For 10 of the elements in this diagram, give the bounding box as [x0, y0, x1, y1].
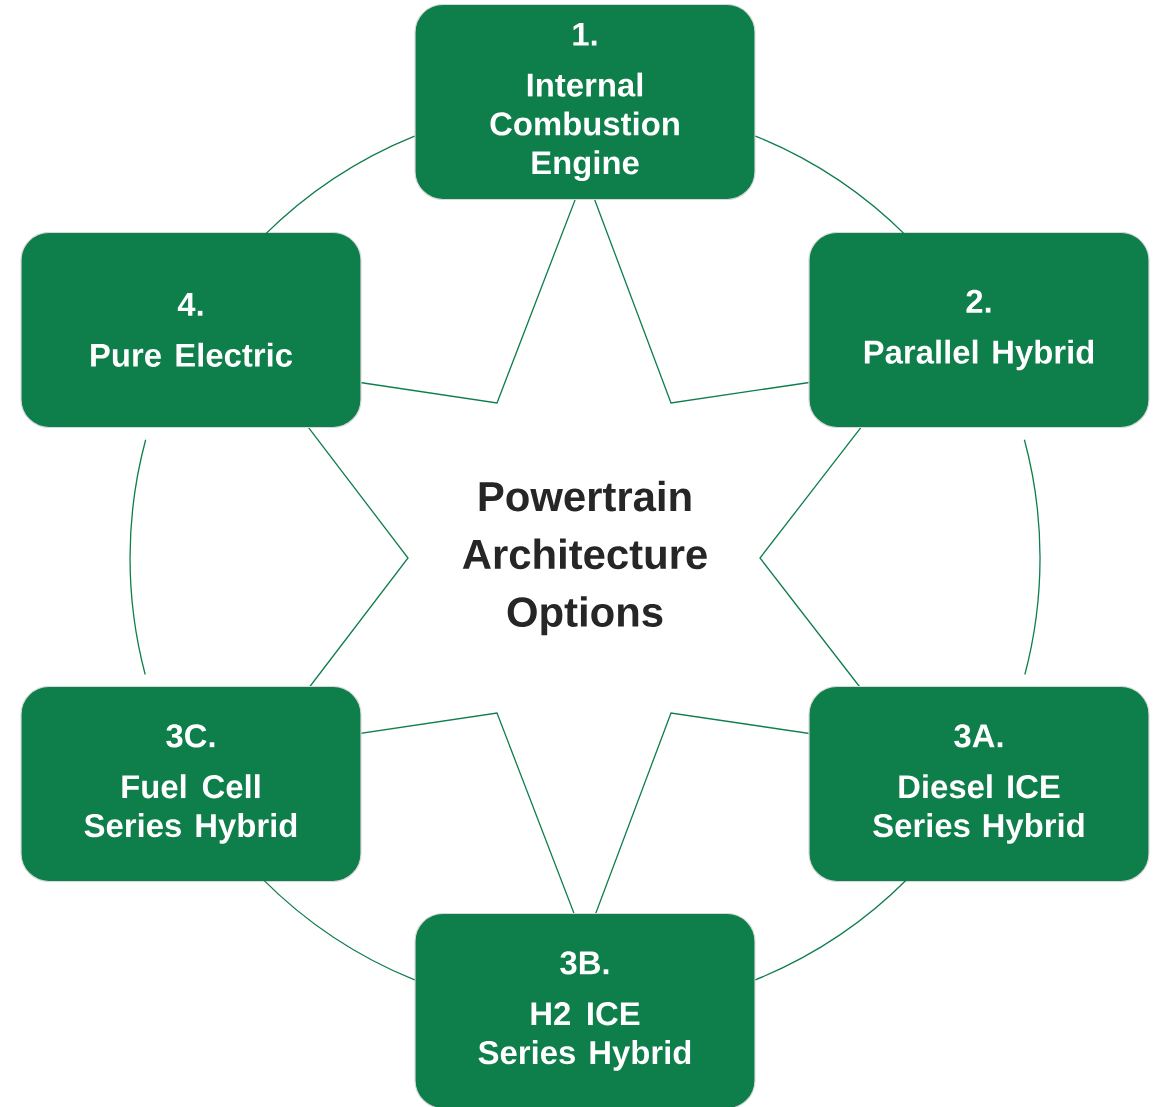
process-box: 1. Internal Combustion Engine — [414, 3, 756, 201]
ring-arc — [754, 878, 909, 981]
process-box: 4. Pure Electric — [20, 231, 362, 429]
process-box: 3A. Diesel ICE Series Hybrid — [808, 685, 1150, 883]
ring-arc — [261, 878, 416, 981]
ring-arc — [129, 439, 147, 676]
process-box: 2. Parallel Hybrid — [808, 231, 1150, 429]
process-box: 3B. H2 ICE Series Hybrid — [414, 912, 756, 1107]
process-box: 3C. Fuel Cell Series Hybrid — [20, 685, 362, 883]
ring-arc — [1023, 439, 1041, 676]
